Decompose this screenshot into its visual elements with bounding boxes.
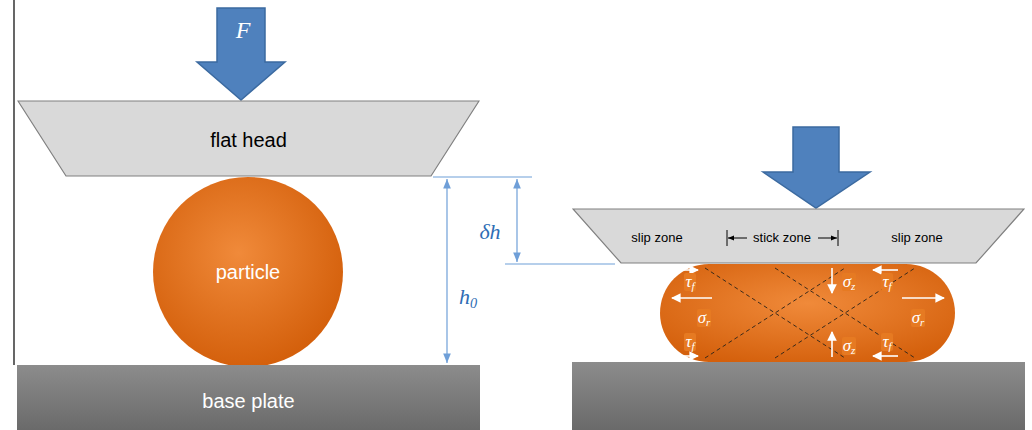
stress-symbol: σr [697, 309, 712, 328]
zone-label: stick zone [753, 231, 811, 245]
deformed-particle [660, 264, 955, 362]
stress-symbol: τf [881, 333, 892, 352]
force-arrow [197, 8, 285, 100]
extension-line [433, 176, 532, 177]
force-symbol: F [236, 17, 251, 43]
base-plate: base plate [17, 365, 480, 430]
dimension-label: h0 [459, 285, 477, 311]
flat-head: flat head [17, 100, 480, 177]
extension-line [505, 263, 615, 264]
part-name: base plate [202, 390, 294, 412]
stress-symbol: σz [842, 337, 857, 356]
force-arrow [763, 127, 870, 208]
trapezoid-outline [573, 209, 1024, 263]
stress-symbol: τf [684, 273, 695, 292]
frame-line [13, 0, 14, 365]
stress-symbol: σz [842, 273, 857, 292]
zone-label: slip zone [891, 231, 942, 245]
flat-head-pressed: slip zone stick zone slip zone [572, 208, 1025, 264]
trapezoid-outline [18, 101, 479, 176]
dimension-label: δh [479, 220, 500, 244]
zone-markers [727, 230, 838, 246]
particle-outline [153, 177, 343, 367]
zone-label: slip zone [631, 231, 682, 245]
base-plate [572, 362, 1025, 430]
part-name: flat head [210, 129, 287, 151]
stress-symbol: σr [911, 309, 926, 328]
shear-lines [705, 268, 915, 358]
plate-outline [17, 365, 480, 430]
stress-arrows [672, 268, 944, 357]
stress-symbol: τf [881, 273, 892, 292]
part-name: particle [216, 261, 280, 283]
particle: particle [153, 177, 343, 367]
dimension-line [516, 179, 517, 262]
dimension-line [446, 179, 447, 363]
stress-symbol: τf [684, 333, 695, 352]
